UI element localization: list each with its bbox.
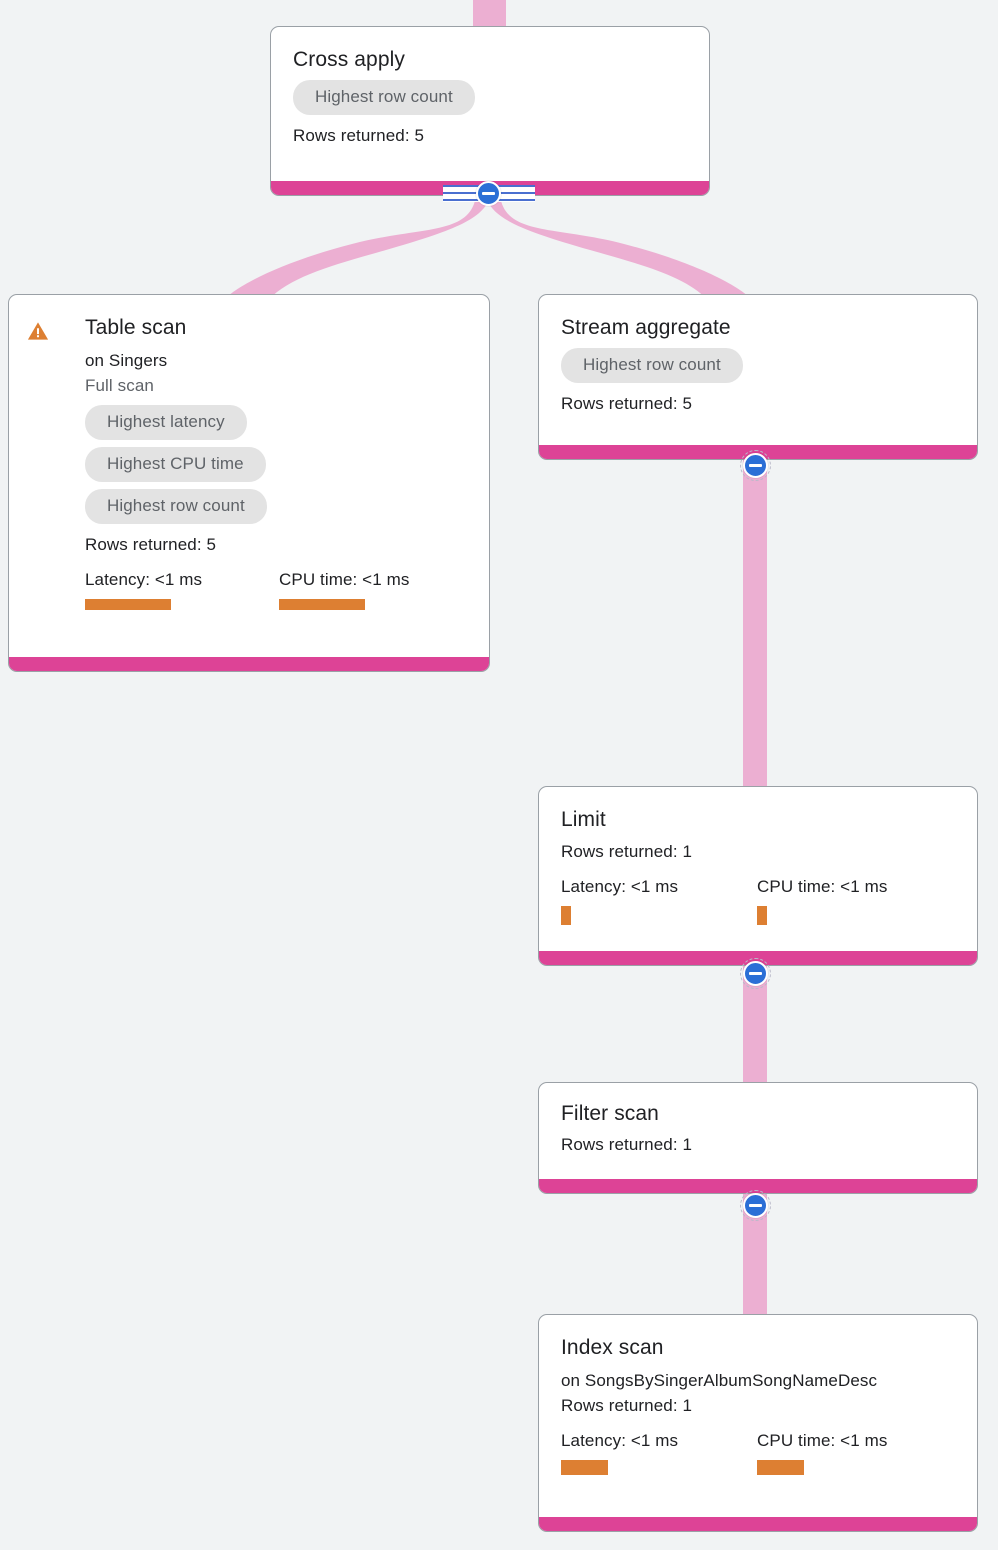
warning-triangle-icon	[27, 322, 49, 340]
node-scan-type: Full scan	[85, 376, 154, 395]
edge-stub-top	[473, 0, 506, 28]
node-accent-bar	[539, 445, 977, 459]
node-title: Index scan	[561, 1336, 664, 1359]
collapse-button-stream-aggregate[interactable]	[740, 450, 771, 481]
node-limit[interactable]: Limit Rows returned: 1 Latency: <1 ms CP…	[538, 786, 978, 966]
metric-cpu-label: CPU time: <1 ms	[757, 1431, 888, 1450]
rows-returned: Rows returned: 1	[561, 1396, 693, 1415]
metric-cpu-time: CPU time: <1 ms	[757, 1430, 887, 1475]
metric-group: Latency: <1 ms CPU time: <1 ms	[561, 1430, 955, 1475]
edge-crossapply-to-tablescan	[224, 196, 489, 300]
metric-latency-bar	[85, 599, 171, 610]
metric-group: Latency: <1 ms CPU time: <1 ms	[561, 876, 955, 925]
node-accent-bar	[9, 657, 489, 671]
metric-latency-label: Latency: <1 ms	[561, 877, 679, 896]
node-accent-bar	[539, 1517, 977, 1531]
node-stream-aggregate[interactable]: Stream aggregate Highest row count Rows …	[538, 294, 978, 460]
metric-cpu-label: CPU time: <1 ms	[757, 877, 888, 896]
node-table-scan[interactable]: Table scan on Singers Full scan Highest …	[8, 294, 490, 672]
metric-group: Latency: <1 ms CPU time: <1 ms	[85, 569, 409, 610]
node-cross-apply[interactable]: Cross apply Highest row count Rows retur…	[270, 26, 710, 196]
metric-latency: Latency: <1 ms	[85, 569, 279, 610]
node-filter-scan[interactable]: Filter scan Rows returned: 1	[538, 1082, 978, 1194]
collapse-button-limit[interactable]	[740, 958, 771, 989]
collapse-button-cross-apply[interactable]	[476, 181, 501, 206]
badge-list: Highest latency Highest CPU time Highest…	[85, 405, 409, 524]
metric-cpu-bar	[757, 906, 767, 925]
metric-latency-bar	[561, 1460, 608, 1475]
rows-returned: Rows returned: 5	[293, 126, 425, 145]
badge-highest-latency: Highest latency	[85, 405, 247, 440]
node-title: Stream aggregate	[561, 316, 731, 339]
rows-returned: Rows returned: 1	[561, 842, 693, 861]
node-title: Cross apply	[293, 48, 405, 71]
badge-highest-row-count: Highest row count	[561, 348, 743, 383]
minus-circle-icon	[749, 1204, 762, 1207]
node-title: Table scan	[85, 316, 187, 339]
node-target: on Singers	[85, 351, 168, 370]
minus-circle-icon	[482, 192, 495, 195]
minus-circle-icon	[749, 972, 762, 975]
metric-cpu-time: CPU time: <1 ms	[279, 569, 409, 610]
metric-latency: Latency: <1 ms	[561, 1430, 757, 1475]
collapse-button-filter-scan[interactable]	[740, 1190, 771, 1221]
badge-highest-row-count: Highest row count	[85, 489, 267, 524]
node-accent-bar	[539, 951, 977, 965]
edge-crossapply-to-streamagg	[487, 196, 752, 300]
rows-returned: Rows returned: 5	[85, 535, 217, 554]
metric-latency-bar	[561, 906, 571, 925]
badge-highest-row-count: Highest row count	[293, 80, 475, 115]
badge-list: Highest row count	[561, 348, 955, 383]
node-title: Filter scan	[561, 1102, 659, 1125]
node-index-scan[interactable]: Index scan on SongsBySingerAlbumSongName…	[538, 1314, 978, 1532]
node-accent-bar	[539, 1179, 977, 1193]
metric-latency: Latency: <1 ms	[561, 876, 757, 925]
metric-cpu-bar	[757, 1460, 804, 1475]
metric-cpu-bar	[279, 599, 365, 610]
node-title: Limit	[561, 808, 606, 831]
minus-circle-icon	[749, 464, 762, 467]
metric-cpu-label: CPU time: <1 ms	[279, 570, 410, 589]
badge-list: Highest row count	[293, 80, 687, 115]
rows-returned: Rows returned: 5	[561, 394, 693, 413]
edge-streamagg-to-limit	[743, 458, 767, 792]
rows-returned: Rows returned: 1	[561, 1135, 693, 1154]
badge-highest-cpu-time: Highest CPU time	[85, 447, 266, 482]
metric-latency-label: Latency: <1 ms	[561, 1431, 679, 1450]
metric-cpu-time: CPU time: <1 ms	[757, 876, 887, 925]
metric-latency-label: Latency: <1 ms	[85, 570, 203, 589]
node-target: on SongsBySingerAlbumSongNameDesc	[561, 1371, 878, 1390]
